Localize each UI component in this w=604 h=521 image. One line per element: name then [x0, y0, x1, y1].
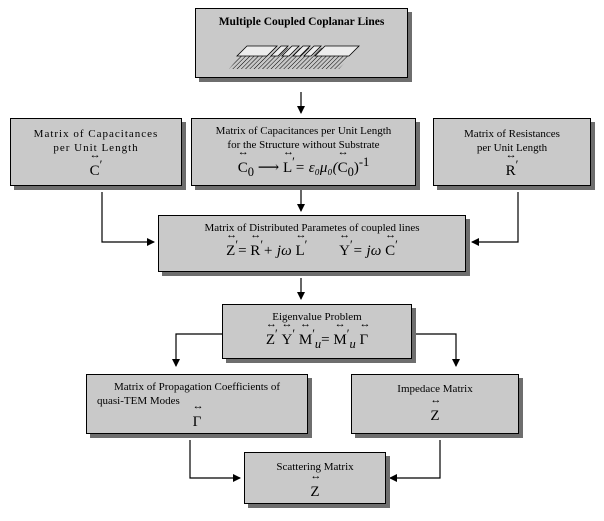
scattering-matrix-box: Scattering Matrix Z — [244, 452, 386, 504]
capacitance-symbol: C′ — [90, 150, 103, 179]
implies-arrow: ⟶ — [257, 160, 280, 176]
impedance-symbol: Z — [352, 395, 518, 426]
ground-strip-right — [313, 45, 360, 57]
ground-strip-left — [235, 45, 278, 57]
line-strip — [302, 45, 322, 57]
resistance-matrix-box: Matrix of Resistances per Unit Length R′ — [433, 118, 591, 186]
capacitance-matrix-box: Matrix of Capacitances per Unit Length C… — [10, 118, 182, 186]
distributed-parameters-label: Matrix of Distributed Parametes of coupl… — [204, 222, 420, 234]
eigenvalue-problem-box: Eigenvalue Problem Z′ Y′ M′u= M′u Γ — [222, 304, 412, 359]
impedance-label: Impedace Matrix — [397, 383, 473, 395]
capacitance-label-line1: Matrix of Capacitances — [33, 128, 159, 140]
arrow-res-to-dist — [471, 192, 519, 246]
coplanar-lines-box: Multiple Coupled Coplanar Lines — [195, 8, 408, 78]
propagation-symbol: Γ — [193, 401, 202, 430]
admittance-equation: Y′= jω C′ — [339, 230, 398, 259]
line-strip — [280, 45, 300, 57]
arrow-imp-to-scat — [389, 440, 441, 482]
cap0-label-line1: Matrix of Capacitances per Unit Length — [215, 125, 392, 137]
resistance-label-line2: per Unit Length — [476, 142, 548, 154]
propagation-label-line1: Matrix of Propagation Coefficients of — [114, 381, 280, 393]
arrow-eigen-to-prop — [172, 333, 222, 367]
resistance-symbol: R′ — [506, 150, 519, 179]
cap0-equation: C0 ⟶ L′= ε₀μ₀(C0)-1 — [238, 147, 370, 179]
line-strip — [269, 45, 289, 57]
scattering-label: Scattering Matrix — [276, 461, 354, 473]
resistance-label-line1: Matrix of Resistances — [464, 128, 560, 140]
arrow-eigen-to-imp — [414, 333, 460, 367]
capacitance-label-line2: per Unit Length — [53, 142, 139, 154]
cap0-label-line2: for the Structure without Substrate — [227, 139, 380, 151]
eigenvalue-label: Eigenvalue Problem — [272, 311, 362, 323]
coplanar-lines-title: Multiple Coupled Coplanar Lines — [218, 16, 385, 28]
arrow-prop-to-scat — [189, 440, 241, 482]
arrow-cap-to-dist — [101, 192, 155, 246]
scattering-symbol: Z — [245, 471, 385, 502]
propagation-label-line2: quasi-TEM Modes — [97, 395, 180, 407]
line-strip — [291, 45, 311, 57]
propagation-coefficients-box: Matrix of Propagation Coefficients of qu… — [86, 374, 308, 434]
coplanar-lines-illustration — [228, 45, 360, 69]
capacitance-no-substrate-box: Matrix of Capacitances per Unit Length f… — [191, 118, 416, 186]
eigenvalue-equation: Z′ Y′ M′u= M′u Γ — [266, 319, 368, 351]
impedance-equation: Z′= R′+ jω L′ — [226, 230, 311, 259]
impedance-matrix-box: Impedace Matrix Z — [351, 374, 519, 434]
distributed-parameters-box: Matrix of Distributed Parametes of coupl… — [158, 215, 466, 272]
